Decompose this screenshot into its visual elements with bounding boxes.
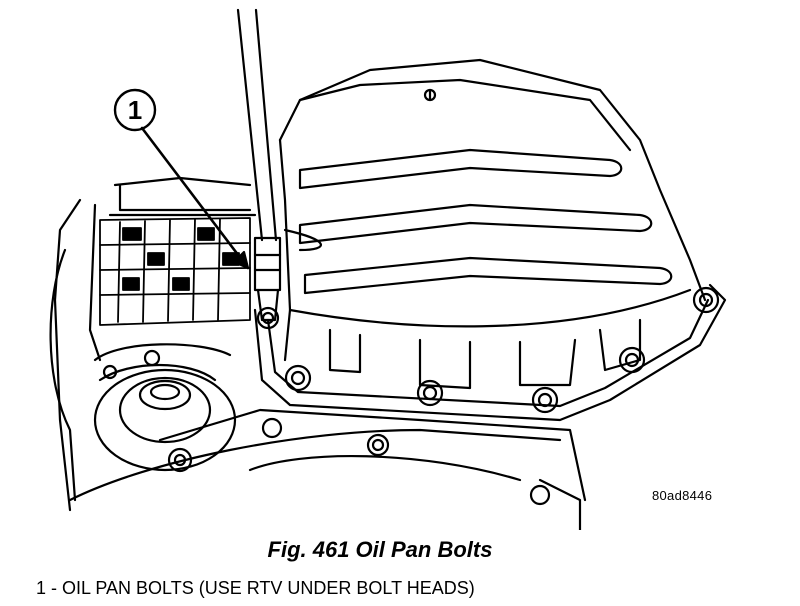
transmission-case — [49, 176, 257, 512]
reference-code: 80ad8446 — [652, 488, 713, 503]
figure-caption: Fig. 461 Oil Pan Bolts — [267, 537, 493, 562]
ribbed-grid — [99, 217, 251, 326]
legend-item: 1 - OIL PAN BOLTS (USE RTV UNDER BOLT HE… — [36, 578, 475, 598]
lower-case — [68, 408, 587, 530]
oil-pan-flange — [253, 283, 727, 422]
pan-rib — [298, 148, 623, 190]
case-bolt — [143, 349, 161, 367]
pan-rib — [298, 203, 653, 245]
oil-pan-body — [278, 58, 707, 390]
case-bolt — [102, 364, 118, 380]
output-bearing — [93, 368, 237, 472]
callout-number: 1 — [127, 94, 143, 125]
oil-pan-bolts — [167, 286, 720, 506]
pan-rib — [303, 256, 673, 295]
dipstick-tube — [236, 8, 282, 322]
callout-leader — [113, 88, 250, 270]
oil-pan-illustration — [49, 8, 727, 530]
